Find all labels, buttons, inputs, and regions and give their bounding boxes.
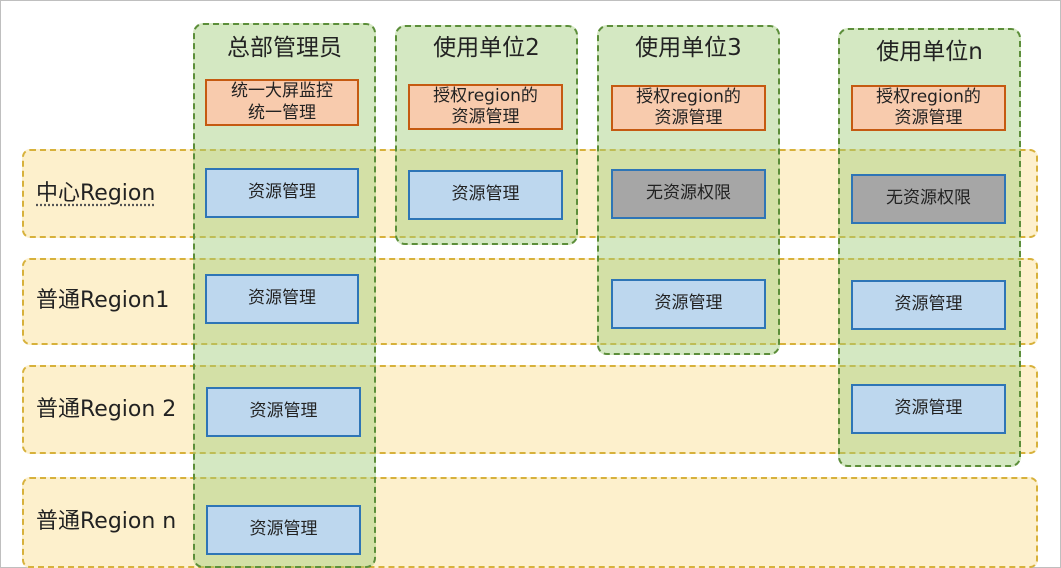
unit2-auth-box: 授权region的 资源管理 (408, 84, 563, 130)
unit3-center-no-permission-box: 无资源权限 (611, 169, 766, 219)
unit3-region1-resource-box: 资源管理 (611, 279, 766, 329)
column-title-unit-n: 使用单位n (876, 39, 983, 65)
column-title-hq-admin: 总部管理员 (227, 35, 342, 61)
unitn-region1-resource-box: 资源管理 (851, 280, 1006, 330)
unitn-auth-text: 授权region的 资源管理 (876, 86, 981, 128)
hq-center-resource-box: 资源管理 (205, 168, 359, 218)
region-label-2: 普通Region 2 (36, 397, 177, 422)
hq-region2-resource-box: 资源管理 (206, 387, 361, 437)
unit2-auth-text: 授权region的 资源管理 (433, 85, 538, 127)
hq-region1-resource-box: 资源管理 (205, 274, 359, 324)
unitn-auth-box: 授权region的 资源管理 (851, 85, 1006, 131)
unit2-center-resource-box: 资源管理 (408, 170, 563, 220)
region-label-n: 普通Region n (36, 509, 177, 534)
column-title-unit-3: 使用单位3 (635, 35, 742, 61)
region-label-center: 中心Region (36, 181, 156, 206)
unitn-region2-resource-box: 资源管理 (851, 384, 1006, 434)
hq-monitor-text: 统一大屏监控 统一管理 (231, 81, 333, 123)
hq-monitor-box: 统一大屏监控 统一管理 (205, 79, 359, 126)
hq-regionn-resource-box: 资源管理 (206, 505, 361, 555)
column-title-unit-2: 使用单位2 (433, 35, 540, 61)
unit3-auth-text: 授权region的 资源管理 (636, 86, 741, 128)
region-label-1: 普通Region1 (36, 288, 170, 313)
unitn-center-no-permission-box: 无资源权限 (851, 174, 1006, 224)
region-band-n (22, 477, 1038, 568)
unit3-auth-box: 授权region的 资源管理 (611, 85, 766, 131)
